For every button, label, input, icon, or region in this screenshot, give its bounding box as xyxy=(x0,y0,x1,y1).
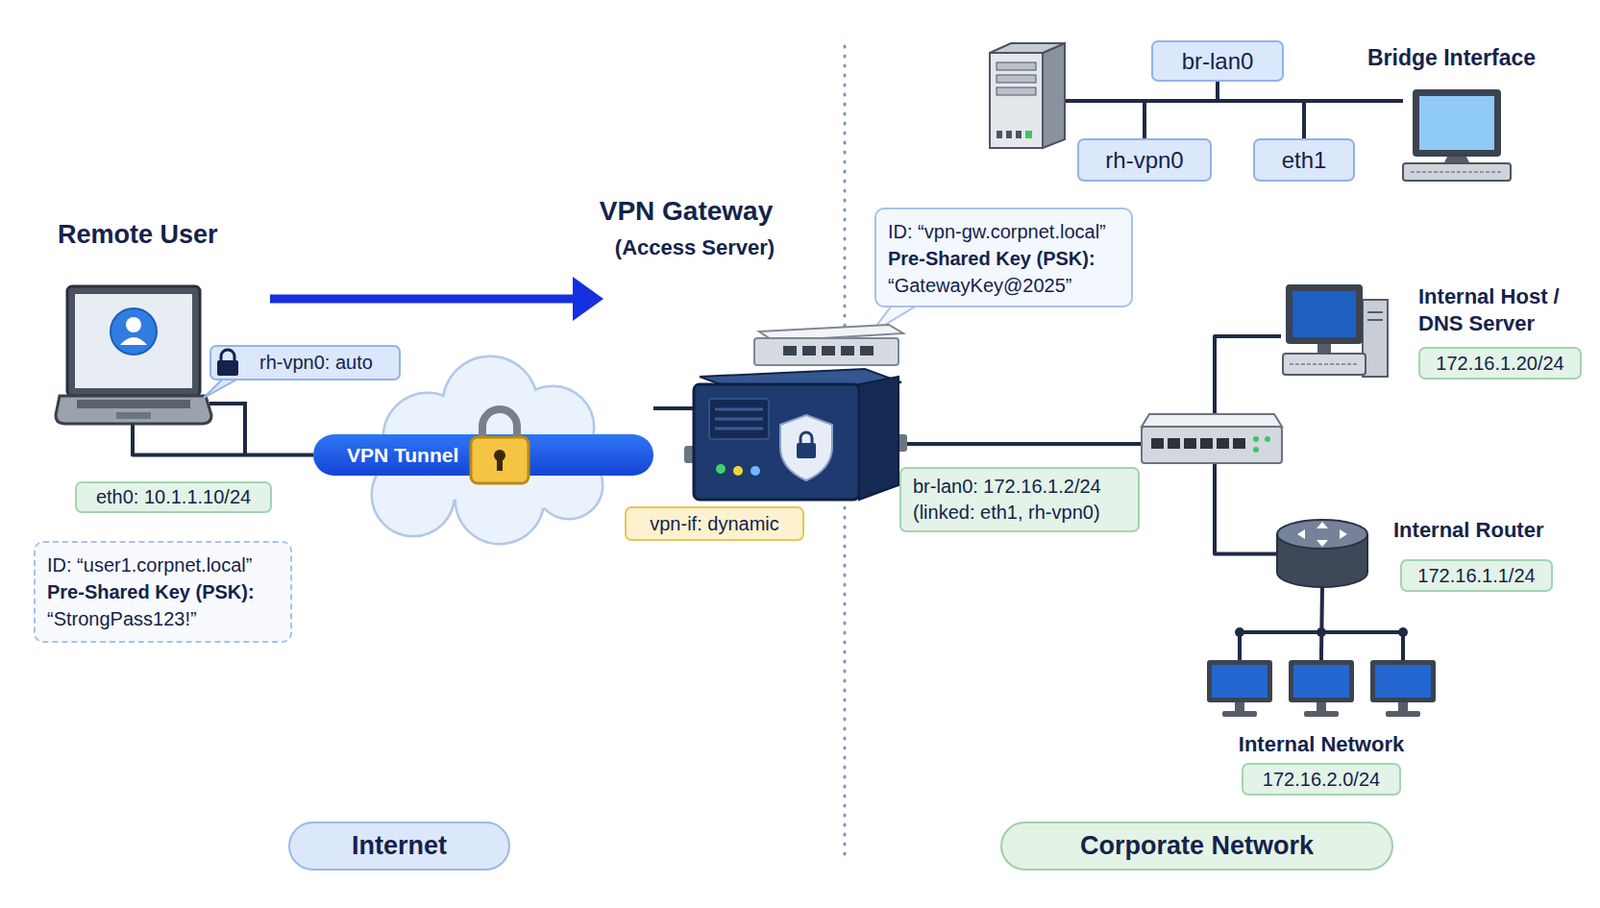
bridge-badge: br-lan0: 172.16.1.2/24 (linked: eth1, rh… xyxy=(899,467,1140,533)
node-label: VPN Gateway xyxy=(541,196,831,227)
node-label: vpn-if: dynamic xyxy=(649,513,780,536)
node-label: ID: “user1.corpnet.local” xyxy=(47,551,279,579)
node-label: Bridge Interface xyxy=(1367,45,1570,72)
interface-badge: eth1 xyxy=(1253,138,1355,182)
network-link xyxy=(1144,81,1218,139)
callout-tail xyxy=(203,378,239,398)
node-label: eth0: 10.1.1.10/24 xyxy=(96,486,251,509)
node-label: Internet xyxy=(351,831,447,862)
node-label: (Access Server) xyxy=(550,235,839,261)
direction-arrow xyxy=(270,276,604,321)
bridge-host: Bridge Interface xyxy=(1403,89,1511,182)
node-label: rh-vpn0: auto xyxy=(259,351,373,374)
node-label: Corporate Network xyxy=(1080,831,1314,862)
network-link xyxy=(1217,81,1404,101)
node-label: ID: “vpn-gw.corpnet.local” xyxy=(887,218,1120,246)
ip-badge: 172.16.2.0/24 xyxy=(1241,763,1402,796)
laptop-icon xyxy=(55,286,212,424)
gateway-appliance xyxy=(684,324,908,500)
ip-badge: 172.16.1.20/24 xyxy=(1418,346,1582,380)
node-label: eth1 xyxy=(1281,147,1328,174)
dns-server: Internal Host / DNS Server xyxy=(1280,283,1388,378)
node-label: Remote User xyxy=(57,220,270,250)
interface-badge: br-lan0 xyxy=(1151,40,1284,82)
network-link xyxy=(653,406,694,411)
interface-badge: rh-vpn0: auto xyxy=(209,344,401,381)
router-icon xyxy=(1277,519,1368,588)
ip-badge: 172.16.1.1/24 xyxy=(1400,559,1553,592)
internal-network-hosts xyxy=(1206,627,1436,717)
wire xyxy=(209,403,246,456)
node-label: Internal Network xyxy=(1204,732,1439,758)
node-label: “StrongPass123!” xyxy=(47,605,279,633)
network-link xyxy=(132,423,314,456)
network-switch xyxy=(1141,414,1282,464)
node-label: “GatewayKey@2025” xyxy=(887,271,1120,299)
node-label: Pre-Shared Key (PSK): xyxy=(887,245,1120,272)
node-label: Internal Host / DNS Server xyxy=(1418,283,1587,338)
laptop-device: Remote User xyxy=(55,285,210,424)
node-label: 172.16.1.1/24 xyxy=(1417,565,1535,588)
node-label: br-lan0 xyxy=(1181,48,1255,75)
bridge-monitor xyxy=(1403,89,1511,181)
node-label: 172.16.1.20/24 xyxy=(1435,352,1564,375)
node-label: Pre-Shared Key (PSK): xyxy=(47,578,279,606)
node-label: Internal Router xyxy=(1393,517,1576,543)
credential-callout: ID: “vpn-gw.corpnet.local”Pre-Shared Key… xyxy=(874,207,1133,308)
network-link xyxy=(1217,81,1305,139)
node-label: br-lan0: 172.16.1.2/24 (linked: eth1, rh… xyxy=(912,473,1127,526)
interface-badge: vpn-if: dynamic xyxy=(624,506,805,542)
interface-badge: rh-vpn0 xyxy=(1077,138,1212,182)
vpn-gateway: VPN Gateway(Access Server) xyxy=(693,317,899,500)
node-label: VPN Tunnel xyxy=(346,443,459,468)
node-label: rh-vpn0 xyxy=(1105,147,1183,174)
internal-router: Internal Router xyxy=(1276,520,1369,588)
network-link xyxy=(1321,587,1323,654)
interface-badge: eth0: 10.1.1.10/24 xyxy=(74,481,272,514)
zone-label: Internet xyxy=(288,821,511,871)
zone-label: Corporate Network xyxy=(1000,821,1394,871)
node-label: 172.16.2.0/24 xyxy=(1262,768,1380,791)
credential-callout: ID: “user1.corpnet.local”Pre-Shared Key … xyxy=(33,541,293,643)
vpn-tunnel: VPN Tunnel xyxy=(313,434,654,476)
host-computer xyxy=(1282,284,1388,377)
internal-network: Internal Network xyxy=(1204,653,1439,720)
server-tower xyxy=(989,43,1065,148)
